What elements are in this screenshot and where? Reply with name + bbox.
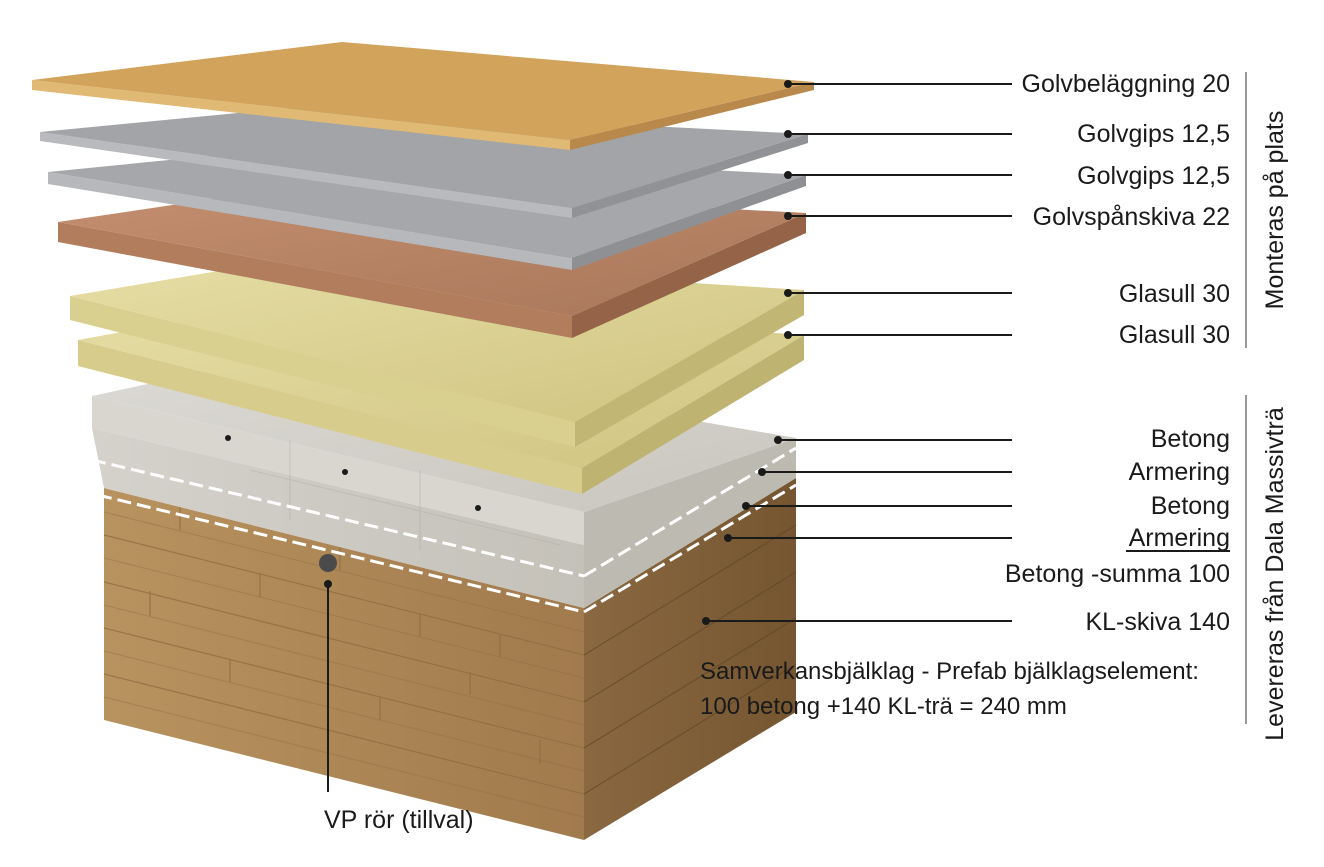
label-golvspanskiva: Golvspånskiva 22 [1033, 203, 1230, 231]
label-armering-1: Armering [1129, 458, 1230, 486]
label-betong-1: Betong [1151, 425, 1230, 453]
label-golvbelaggning: Golvbeläggning 20 [1022, 70, 1231, 98]
summary-line-1: Samverkansbjälklag - Prefab bjälklagsele… [700, 658, 1199, 685]
label-betong-summa: Betong -summa 100 [1005, 560, 1230, 588]
vp-pipe-label: VP rör (tillval) [324, 806, 474, 834]
clt-side-lines [583, 524, 797, 795]
vp-pipe [319, 554, 337, 792]
layer-labels: Golvbeläggning 20 Golvgips 12,5 Golvgips… [1005, 70, 1230, 636]
label-armering-2: Armering [1129, 524, 1230, 552]
clt-front-face [104, 488, 584, 840]
concrete-upper-front [92, 396, 584, 545]
leader-lines [702, 80, 1230, 625]
label-glasull-2: Glasull 30 [1119, 321, 1230, 349]
clt-side-face [584, 478, 796, 840]
summary-note: Samverkansbjälklag - Prefab bjälklagsele… [700, 658, 1199, 720]
concrete-holes [225, 435, 481, 511]
label-glasull-1: Glasull 30 [1119, 280, 1230, 308]
group-label-factory: Levereras från Dala Massivträ [1261, 407, 1289, 741]
floor-covering-layer [32, 42, 814, 150]
summary-line-2: 100 betong +140 KL-trä = 240 mm [700, 693, 1067, 720]
group-brackets: Monteras på plats Levereras från Dala Ma… [1245, 72, 1289, 741]
label-betong-2: Betong [1151, 492, 1230, 520]
group-label-site: Monteras på plats [1261, 111, 1289, 310]
label-kl-skiva: KL-skiva 140 [1085, 608, 1230, 636]
clt-plank-lines [103, 507, 585, 818]
label-golvgips-2: Golvgips 12,5 [1077, 162, 1230, 190]
label-golvgips-1: Golvgips 12,5 [1077, 120, 1230, 148]
